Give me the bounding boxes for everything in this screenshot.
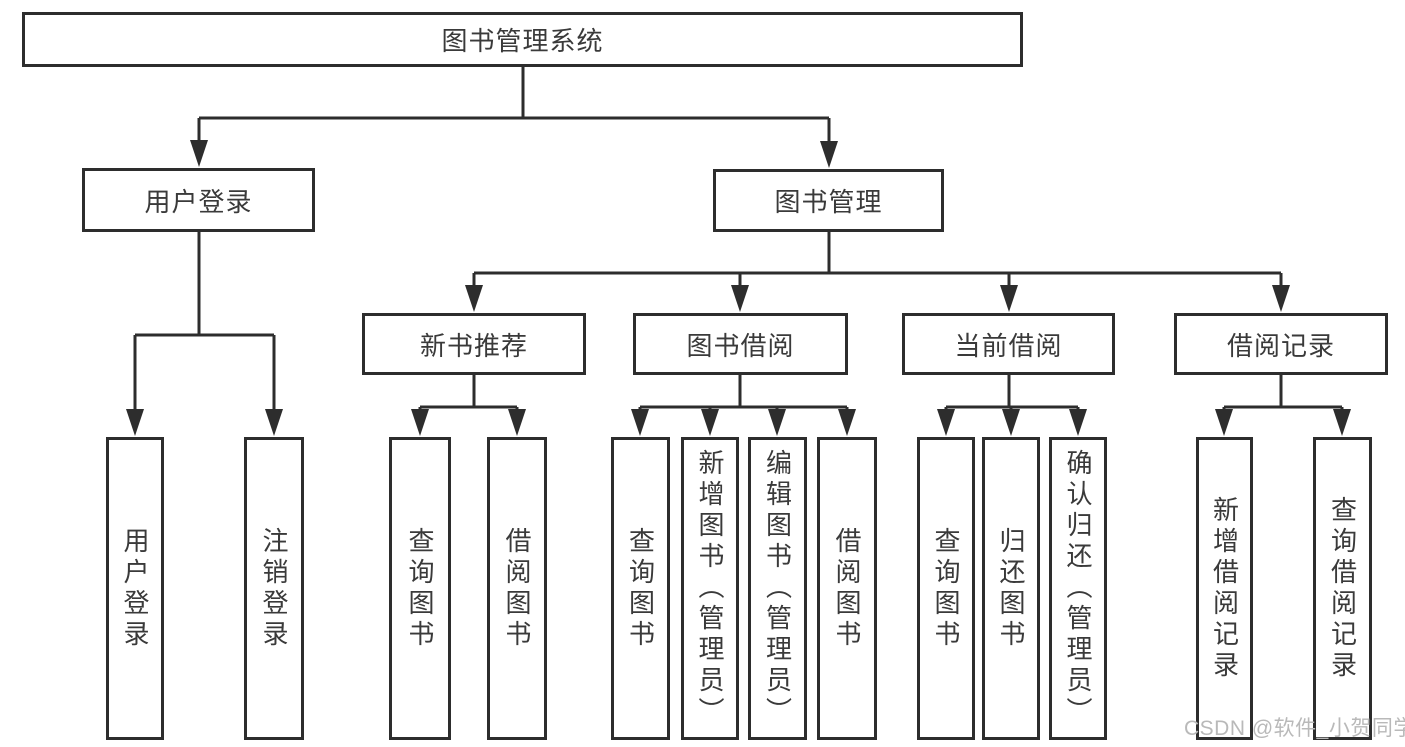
node-current-borrowing: 当前借阅 xyxy=(902,313,1115,375)
leaf-query-books-current-label: 查询图书 xyxy=(931,526,961,651)
node-current-borrowing-label: 当前借阅 xyxy=(954,330,1063,361)
node-book-management: 图书管理 xyxy=(713,169,944,232)
leaf-return-books: 归还图书 xyxy=(982,437,1040,740)
leaf-query-books-current: 查询图书 xyxy=(917,437,975,740)
node-user-login: 用户登录 xyxy=(82,168,315,232)
node-root-label: 图书管理系统 xyxy=(441,26,604,56)
leaf-add-book-admin: 新增图书（管理员） xyxy=(681,437,739,740)
node-borrow-records: 借阅记录 xyxy=(1174,313,1388,375)
leaf-query-books-recommend: 查询图书 xyxy=(389,437,451,740)
leaf-query-books-borrowing: 查询图书 xyxy=(611,437,670,740)
leaf-edit-book-admin-label: 编辑图书（管理员） xyxy=(762,449,793,728)
leaf-query-borrow-record-label: 查询借阅记录 xyxy=(1327,495,1358,682)
leaf-borrow-books-borrowing-label: 借阅图书 xyxy=(832,526,862,651)
leaf-add-book-admin-label: 新增图书（管理员） xyxy=(695,449,725,728)
leaf-user-login-label: 用户登录 xyxy=(120,526,150,651)
csdn-watermark: CSDN @软件_小贺同学 xyxy=(1184,717,1405,740)
node-user-login-label: 用户登录 xyxy=(144,186,253,217)
leaf-return-books-label: 归还图书 xyxy=(996,526,1026,651)
leaf-borrow-books-recommend: 借阅图书 xyxy=(487,437,547,740)
node-new-book-recommend: 新书推荐 xyxy=(362,313,586,375)
leaf-logout-label: 注销登录 xyxy=(259,526,289,651)
leaf-query-books-borrowing-label: 查询图书 xyxy=(625,526,656,651)
leaf-user-login: 用户登录 xyxy=(106,437,164,740)
node-book-borrowing: 图书借阅 xyxy=(633,313,848,375)
leaf-query-borrow-record: 查询借阅记录 xyxy=(1313,437,1372,740)
leaf-edit-book-admin: 编辑图书（管理员） xyxy=(748,437,807,740)
node-root: 图书管理系统 xyxy=(22,12,1023,67)
node-new-book-recommend-label: 新书推荐 xyxy=(419,330,528,361)
leaf-logout: 注销登录 xyxy=(244,437,304,740)
node-borrow-records-label: 借阅记录 xyxy=(1226,330,1335,361)
leaf-add-borrow-record: 新增借阅记录 xyxy=(1196,437,1253,740)
leaf-add-borrow-record-label: 新增借阅记录 xyxy=(1209,495,1240,682)
leaf-confirm-return-admin: 确认归还（管理员） xyxy=(1049,437,1107,740)
leaf-query-books-recommend-label: 查询图书 xyxy=(405,526,435,651)
leaf-confirm-return-admin-label: 确认归还（管理员） xyxy=(1063,449,1093,728)
leaf-borrow-books-recommend-label: 借阅图书 xyxy=(502,526,532,651)
leaf-borrow-books-borrowing: 借阅图书 xyxy=(817,437,877,740)
node-book-management-label: 图书管理 xyxy=(774,187,883,217)
node-book-borrowing-label: 图书借阅 xyxy=(686,330,795,361)
